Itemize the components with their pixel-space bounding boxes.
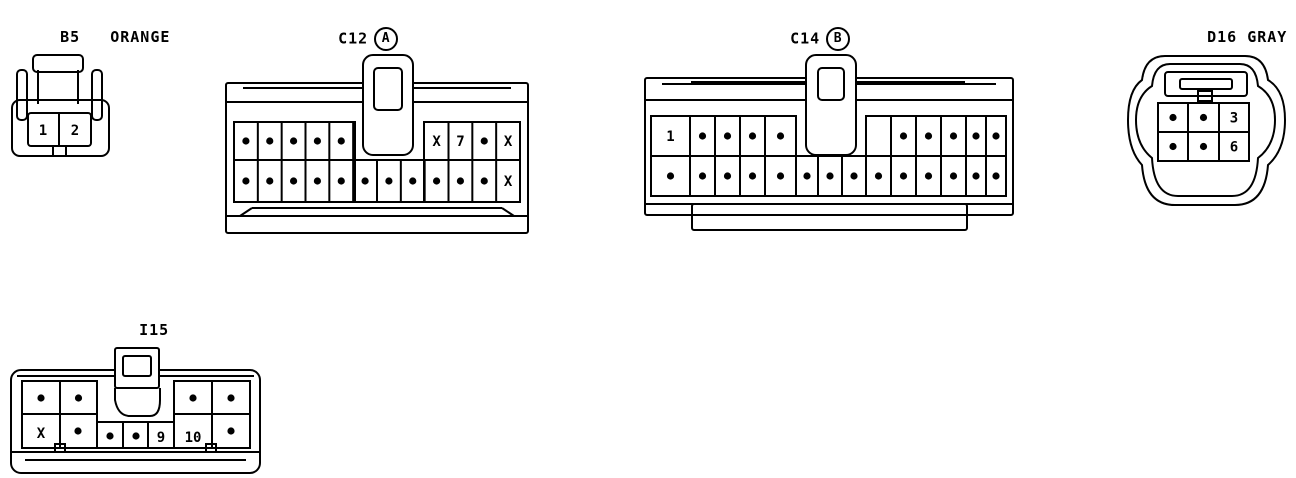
c14-pin-dot [992,172,1000,180]
c12-grid [233,121,521,203]
c12-pin-dot [409,177,417,185]
c14-pin-dot [776,172,785,180]
c12-pin-dot [266,137,274,145]
c14-pin-dot [924,172,933,180]
i15-pin-label: 9 [157,430,165,446]
c14-pin-dot [803,172,811,180]
c12-label: C12 A [318,9,399,51]
c12-pin-label: 7 [456,134,464,150]
i15-pin-dot [106,432,114,440]
i15-pin-dot [37,394,45,402]
i15-label: I15 [119,303,169,339]
i15-pin-label: 10 [185,430,202,446]
c12-pin-dot [337,177,345,185]
d16-pin-dot [1169,113,1177,122]
c14-pin-dot [850,172,858,180]
i15-pin-dot [74,427,82,435]
c14-pin-dot [924,132,933,140]
c14-badge: B [826,27,851,51]
i15-pin-dot [227,394,235,402]
c12-pin-label: X [504,134,513,150]
c12-pin-dot [337,137,345,145]
d16-pin-label: 6 [1230,140,1238,156]
c12-pin-label: X [504,174,513,190]
i15-pin-dot [74,394,83,402]
i15-pin-dot [132,432,140,440]
c14-pin-dot [723,132,732,140]
c12-badge: A [374,27,399,51]
c12-pin-dot [242,177,250,185]
c12-name: C12 [338,29,369,48]
c12-pin-dot [289,137,298,145]
connector-i15: X 9 10 [10,347,261,474]
d16-color: GRAY [1247,28,1288,46]
i15-pin-label: X [37,426,46,442]
c14-pin-label: 1 [666,129,674,145]
c14-pin-dot [949,132,958,140]
c14-pin-dot [698,132,707,140]
d16-pin-label: 3 [1230,111,1238,127]
c14-pin-dot [776,132,785,140]
c12-pin-dot [385,177,393,185]
c14-pin-dot [874,172,883,180]
c12-pin-dot [361,177,369,185]
connector-d16: 36 [1126,55,1287,206]
i15-pin-dot [227,427,235,435]
c14-pin-dot [992,132,1000,140]
c12-pin-dot [456,177,465,185]
c14-pin-dot [748,172,757,180]
d16-label: D16 GRAY [1187,10,1287,46]
d16-pin-dot [1169,142,1177,151]
c14-grid [650,115,1007,197]
connector-b5: 1 2 [11,54,110,157]
b5-pin: 2 [71,123,79,139]
c12-pin-dot [432,177,441,185]
c12-pin-dot [289,177,298,185]
d16-pin-dot [1199,113,1208,122]
i15-name: I15 [139,321,170,339]
c14-pin-dot [972,132,980,140]
c12-pin-dot [480,137,488,145]
c14-pin-dot [666,172,675,180]
c14-pin-dot [748,132,757,140]
c12-pin-dot [313,177,322,185]
c14-label: C14 B [770,9,851,51]
c14-pin-dot [899,132,908,140]
connector-c14: 1 [644,54,1014,231]
c12-pin-dot [480,177,488,185]
c12-pin-dot [242,137,250,145]
b5-color: ORANGE [110,28,171,46]
b5-pin: 1 [39,123,47,139]
c14-pin-dot [899,172,908,180]
b5-name: B5 [60,28,81,46]
c14-pin-dot [949,172,958,180]
i15-grid [21,380,251,449]
i15-pin-dot [189,394,197,402]
c12-pin-label: X [432,134,441,150]
c12-pin-dot [313,137,322,145]
c12-pin-dot [266,177,274,185]
c14-pin-dot [972,172,980,180]
c14-pin-dot [698,172,707,180]
d16-name: D16 [1207,28,1238,46]
c14-pin-dot [826,172,834,180]
c14-name: C14 [790,29,821,48]
d16-pin-dot [1199,142,1208,151]
b5-label: B5 ORANGE [40,10,170,46]
c14-pin-dot [723,172,732,180]
